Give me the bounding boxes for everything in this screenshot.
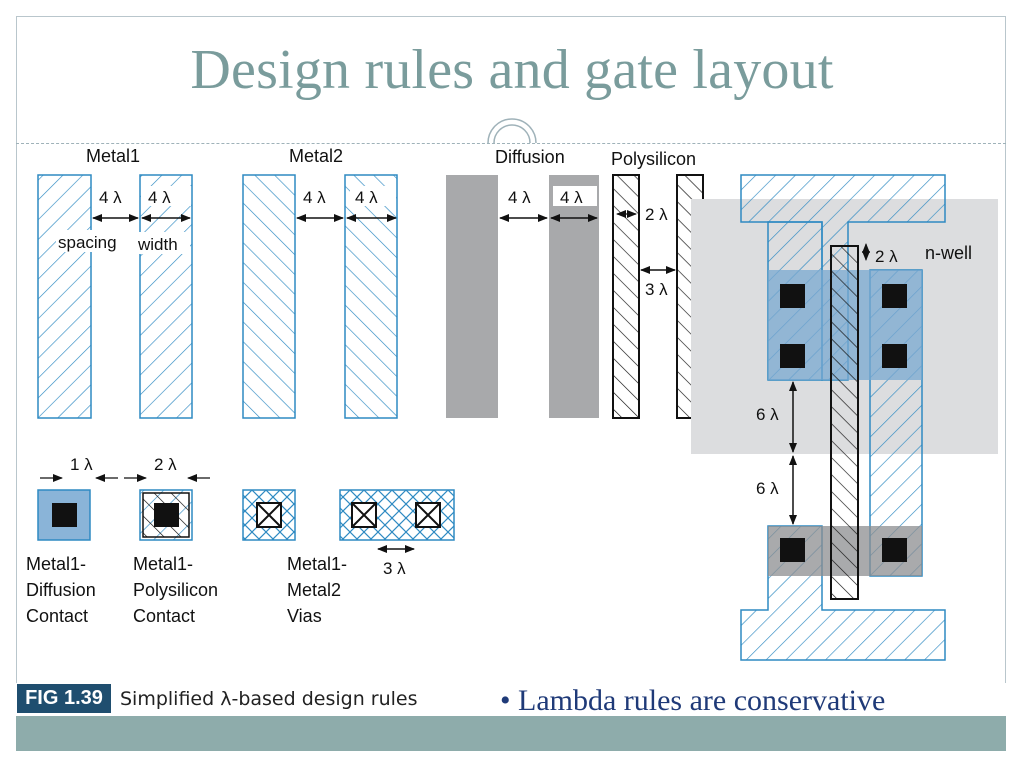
bullet-point: • Lambda rules are conservative xyxy=(500,684,886,717)
contact xyxy=(882,538,907,562)
footer-bar xyxy=(16,716,1006,751)
poly-contact-label-2: Polysilicon xyxy=(133,580,218,600)
vias-label-2: Metal2 xyxy=(287,580,341,600)
polysilicon-rule: 2 λ 3 λ xyxy=(612,174,704,419)
metal1-width-value: 4 λ xyxy=(148,188,171,207)
vias-label-1: Metal1- xyxy=(287,554,347,574)
via-spacing-value: 3 λ xyxy=(383,559,406,578)
n-well-label: n-well xyxy=(925,243,972,263)
contact xyxy=(780,284,805,308)
label-backdrop xyxy=(138,232,190,254)
metal1-spacing-word: spacing xyxy=(58,233,117,252)
title-divider-ornament xyxy=(487,118,537,144)
metal1-strip xyxy=(139,174,193,419)
label-backdrop xyxy=(92,186,139,206)
poly-width-value: 2 λ xyxy=(645,205,668,224)
contact xyxy=(780,538,805,562)
contact xyxy=(882,344,907,368)
metal2-rule: 4 λ 4 λ xyxy=(242,174,398,419)
via-cross xyxy=(351,502,377,528)
metal2-width-value: 4 λ xyxy=(355,188,378,207)
gate-spacing-upper-value: 6 λ xyxy=(756,405,779,424)
label-backdrop xyxy=(643,278,675,300)
gate-layout: n-well 2 λ 6 λ 6 λ xyxy=(691,174,998,661)
metal1-spacing-value: 4 λ xyxy=(99,188,122,207)
label-backdrop xyxy=(350,186,396,206)
diffusion-strip xyxy=(549,175,599,418)
figure-caption: Simplified λ-based design rules xyxy=(120,688,418,710)
metal2-strip xyxy=(242,174,296,419)
metal2-strip xyxy=(344,174,398,419)
label-backdrop xyxy=(56,230,135,252)
poly-contact-label-3: Contact xyxy=(133,606,195,626)
diffusion-spacing-value: 4 λ xyxy=(508,188,531,207)
contact-overlap-1-value: 1 λ xyxy=(70,455,93,474)
metal1-strip xyxy=(37,174,92,419)
diffusion-strip xyxy=(446,175,498,418)
via-cross xyxy=(415,502,441,528)
heading-diffusion: Diffusion xyxy=(495,147,565,167)
via-cross xyxy=(256,502,282,528)
heading-metal2: Metal2 xyxy=(289,146,343,166)
gate-extension-value: 2 λ xyxy=(875,247,898,266)
label-backdrop xyxy=(553,186,597,206)
title-area xyxy=(16,16,1006,144)
label-backdrop xyxy=(141,186,191,206)
heading-metal1: Metal1 xyxy=(86,146,140,166)
metal2-spacing-value: 4 λ xyxy=(303,188,326,207)
metal1-width-word: width xyxy=(137,235,178,254)
contact-square xyxy=(154,503,179,527)
label-backdrop xyxy=(643,204,675,226)
diffusion-rule: 4 λ 4 λ xyxy=(446,175,599,418)
polysilicon-strip xyxy=(612,174,640,419)
heading-polysilicon: Polysilicon xyxy=(611,149,696,169)
vias-label-3: Vias xyxy=(287,606,322,626)
contact-rules: 1 λ 2 λ 3 λ Metal1- Diffusion Contact Me… xyxy=(26,455,455,626)
diffusion-width-value: 4 λ xyxy=(560,188,583,207)
poly-spacing-value: 3 λ xyxy=(645,280,668,299)
contact-overlap-2-value: 2 λ xyxy=(154,455,177,474)
metal1-rule: 4 λ 4 λ spacing width xyxy=(37,174,193,419)
contact xyxy=(780,344,805,368)
figure-tag: FIG 1.39 xyxy=(17,684,111,713)
poly-gate xyxy=(830,245,859,600)
diffusion-contact-label-3: Contact xyxy=(26,606,88,626)
label-backdrop xyxy=(298,186,343,206)
poly-contact-label-1: Metal1- xyxy=(133,554,193,574)
diffusion-contact-label-1: Metal1- xyxy=(26,554,86,574)
contact xyxy=(882,284,907,308)
slide-title: Design rules and gate layout xyxy=(190,39,834,101)
contact-square xyxy=(52,503,77,527)
figure-caption-bar xyxy=(16,683,1006,716)
gate-spacing-lower-value: 6 λ xyxy=(756,479,779,498)
diffusion-contact-label-2: Diffusion xyxy=(26,580,96,600)
